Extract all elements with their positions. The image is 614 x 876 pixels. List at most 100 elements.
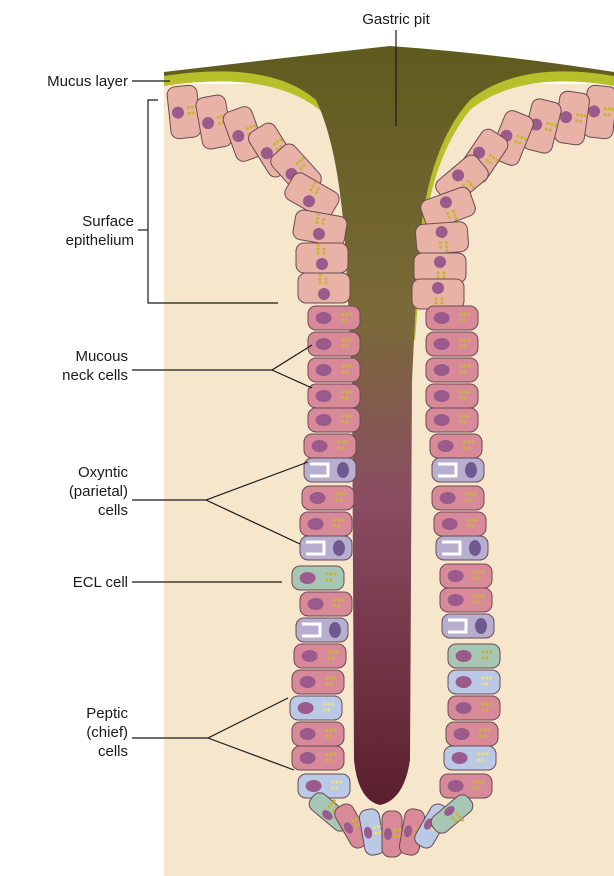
neck-cell-left xyxy=(308,384,360,408)
neck-cell-left-granule xyxy=(341,420,344,423)
neck-cell-left-granule xyxy=(345,440,348,443)
ecl-cell-right-granule xyxy=(481,656,484,659)
neck-cell-right-nucleus xyxy=(454,728,470,740)
neck-cell-left xyxy=(302,486,354,510)
neck-cell-right-granule xyxy=(459,396,462,399)
neck-cell-left-granule xyxy=(333,728,336,731)
surface-cell-right-nucleus xyxy=(434,256,446,268)
neck-cell-right-granule xyxy=(467,364,470,367)
neck-cell-left-granule xyxy=(325,758,328,761)
neck-cell-left-nucleus xyxy=(300,676,316,688)
neck-cell-left-granule xyxy=(331,656,334,659)
neck-cell-left-granule xyxy=(341,396,344,399)
neck-cell-left-granule xyxy=(341,370,344,373)
ecl-cell-left xyxy=(292,566,344,590)
neck-cell-right-granule xyxy=(459,338,462,341)
neck-cell-right-granule xyxy=(481,570,484,573)
neck-cell-left xyxy=(294,644,346,668)
neck-cell-right-granule xyxy=(485,708,488,711)
parietal-cell-right xyxy=(436,536,488,560)
neck-cell-right-granule xyxy=(471,518,474,521)
surface-cell-right-granule xyxy=(436,271,439,274)
neck-cell-left-granule xyxy=(341,364,344,367)
neck-cell-right xyxy=(430,434,482,458)
neck-cell-bottom-granule xyxy=(394,828,397,831)
neck-cell-left-granule xyxy=(335,498,338,501)
neck-cell-left-granule xyxy=(329,728,332,731)
chief-cell-right-granule xyxy=(485,682,488,685)
neck-cell-right-nucleus xyxy=(434,414,450,426)
neck-cell-right-nucleus xyxy=(434,312,450,324)
neck-cell-right-granule xyxy=(463,420,466,423)
neck-cell-right-nucleus xyxy=(448,594,464,606)
parietal-cell-left xyxy=(300,536,352,560)
chief-cell-right-granule xyxy=(477,758,480,761)
label-peptic-line-1: Peptic xyxy=(0,704,128,723)
neck-cell-right-granule xyxy=(459,390,462,393)
parietal-cell-left-nucleus xyxy=(329,622,341,638)
neck-cell-left-granule xyxy=(333,752,336,755)
neck-cell-left-granule xyxy=(349,414,352,417)
neck-cell-right-granule xyxy=(473,786,476,789)
neck-cell-right-granule xyxy=(473,492,476,495)
chief-cell-right-granule xyxy=(489,676,492,679)
neck-cell-left-nucleus xyxy=(310,492,326,504)
neck-cell-right-granule xyxy=(459,370,462,373)
ecl-cell-right-granule xyxy=(489,650,492,653)
label-ecl-cell: ECL cell xyxy=(0,573,128,592)
neck-cell-left xyxy=(292,746,344,770)
neck-cell-left-granule xyxy=(339,492,342,495)
neck-cell-left-nucleus xyxy=(316,364,332,376)
label-oxyntic-line-1: Oxyntic xyxy=(0,463,128,482)
neck-cell-left-granule xyxy=(349,390,352,393)
chief-cell-right-nucleus xyxy=(452,752,468,764)
neck-cell-right-nucleus xyxy=(434,338,450,350)
neck-cell-right xyxy=(426,332,478,356)
neck-cell-left-granule xyxy=(327,656,330,659)
neck-cell-left-granule xyxy=(341,440,344,443)
neck-cell-left-granule xyxy=(329,676,332,679)
neck-cell-right-granule xyxy=(463,344,466,347)
neck-cell-left-granule xyxy=(329,734,332,737)
surface-cell-left xyxy=(166,85,201,140)
label-surface-epithelium-line-1: Surface xyxy=(0,212,134,231)
neck-cell-left-granule xyxy=(345,414,348,417)
neck-cell-left-nucleus xyxy=(316,390,332,402)
neck-cell-left-granule xyxy=(333,676,336,679)
neck-cell-left-granule xyxy=(335,650,338,653)
chief-cell-right-granule xyxy=(485,752,488,755)
neck-cell-left-granule xyxy=(333,524,336,527)
neck-cell-right-granule xyxy=(477,786,480,789)
neck-cell-right-granule xyxy=(467,518,470,521)
neck-cell-right-granule xyxy=(467,524,470,527)
neck-cell-left xyxy=(292,670,344,694)
surface-cell-left-granule xyxy=(316,247,319,250)
neck-cell-left-granule xyxy=(345,318,348,321)
neck-cell-left-granule xyxy=(345,344,348,347)
label-mucous-neck-line-2: neck cells xyxy=(0,366,128,385)
surface-cell-left-nucleus xyxy=(318,288,330,300)
neck-cell-left-granule xyxy=(339,498,342,501)
chief-cell-left-granule xyxy=(339,780,342,783)
parietal-cell-right-nucleus xyxy=(469,540,481,556)
neck-cell-right-granule xyxy=(473,780,476,783)
chief-cell-right-granule xyxy=(481,676,484,679)
ecl-cell-left-granule xyxy=(325,578,328,581)
label-surface-epithelium-line-2: epithelium xyxy=(0,231,134,250)
surface-cell-left-granule xyxy=(318,277,321,280)
surface-cell-left-granule xyxy=(318,273,321,276)
neck-cell-right xyxy=(448,696,500,720)
neck-cell-right-granule xyxy=(483,734,486,737)
neck-cell-right-granule xyxy=(467,390,470,393)
neck-cell-right-granule xyxy=(473,576,476,579)
surface-cell-right xyxy=(415,221,469,255)
parietal-cell-right-nucleus xyxy=(465,462,477,478)
ecl-cell-left-granule xyxy=(329,578,332,581)
neck-cell-left-granule xyxy=(341,598,344,601)
surface-cell-right-granule xyxy=(440,297,443,300)
neck-cell-right-granule xyxy=(471,524,474,527)
neck-cell-left xyxy=(304,434,356,458)
neck-cell-right-granule xyxy=(481,702,484,705)
neck-cell-left-granule xyxy=(337,524,340,527)
neck-cell-right-nucleus xyxy=(448,780,464,792)
